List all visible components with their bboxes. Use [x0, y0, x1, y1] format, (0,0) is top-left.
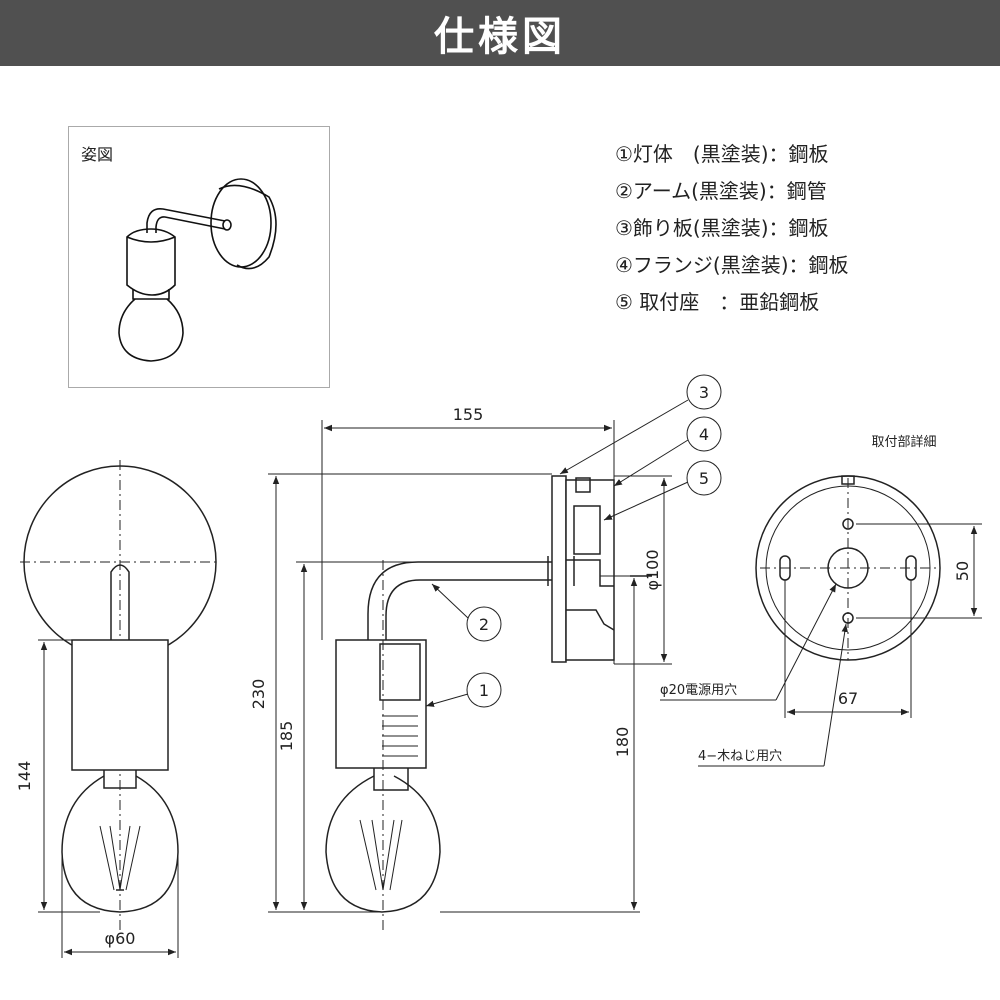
front-view: [20, 460, 220, 930]
dim-180: [440, 575, 640, 913]
side-flange: [565, 479, 615, 661]
perspective-view-panel: 姿図: [68, 126, 330, 388]
screw-hole-label: 4−木ねじ用穴: [698, 749, 782, 764]
side-bulb: [325, 775, 441, 913]
spec-item: ③飾り板(黒塗装)：鋼板: [615, 216, 829, 240]
callout-1: [425, 672, 502, 708]
dim-185: [296, 561, 420, 910]
dim-67: [784, 580, 912, 718]
dim-155-label: 155: [453, 405, 484, 424]
front-socket: [103, 770, 137, 789]
callout-3-label: 3: [699, 383, 709, 402]
front-body: [71, 639, 169, 771]
dim-230: [268, 473, 552, 913]
dim-155: [321, 420, 615, 640]
spec-item: ⑤ 取付座 ：亜鉛鋼板: [615, 290, 820, 314]
spec-item: ④フランジ(黒塗装)：鋼板: [615, 253, 849, 277]
callout-3: [559, 374, 722, 475]
dim-100: [614, 475, 672, 665]
front-arm: [110, 564, 130, 640]
dim-185-label: 185: [277, 721, 296, 752]
screw-hole-leader: [698, 623, 848, 767]
dim-144: [38, 639, 100, 913]
mount-detail: [755, 475, 941, 661]
side-body: [335, 639, 427, 769]
dim-50-label: 50: [953, 561, 972, 581]
spec-item: ①灯体 (黒塗装)：鋼板: [615, 142, 829, 166]
callout-2-label: 2: [479, 615, 489, 634]
callout-2: [431, 583, 502, 642]
callout-1-label: 1: [479, 681, 489, 700]
dim-180-label: 180: [613, 727, 632, 758]
perspective-drawing: [118, 178, 277, 362]
spec-list: ①灯体 (黒塗装)：鋼板 ②アーム(黒塗装)：鋼管 ③飾り板(黒塗装)：鋼板 ④…: [615, 136, 849, 321]
dim-100-label: φ100: [643, 549, 662, 590]
mount-detail-title: 取付部詳細: [871, 434, 936, 450]
side-decor-plate: [551, 475, 567, 663]
dim-67-label: 67: [838, 689, 858, 708]
callout-5: [603, 460, 722, 521]
dim-50: [856, 523, 982, 619]
page-header: 仕様図: [0, 0, 1000, 66]
dim-60-label: φ60: [105, 929, 136, 948]
power-hole-leader: [660, 583, 837, 701]
dim-144-label: 144: [15, 761, 34, 792]
perspective-label: 姿図: [81, 145, 114, 164]
power-hole-label: φ20電源用穴: [660, 683, 737, 698]
side-socket: [373, 768, 409, 791]
dim-60: [61, 852, 179, 958]
side-view: [325, 475, 652, 930]
page-title: 仕様図: [434, 14, 566, 60]
front-bulb: [61, 775, 179, 913]
callout-4: [613, 416, 722, 487]
callout-5-label: 5: [699, 469, 709, 488]
callout-4-label: 4: [699, 425, 709, 444]
dim-230-label: 230: [249, 679, 268, 710]
side-arm: [367, 561, 552, 648]
spec-item: ②アーム(黒塗装)：鋼管: [615, 179, 827, 203]
